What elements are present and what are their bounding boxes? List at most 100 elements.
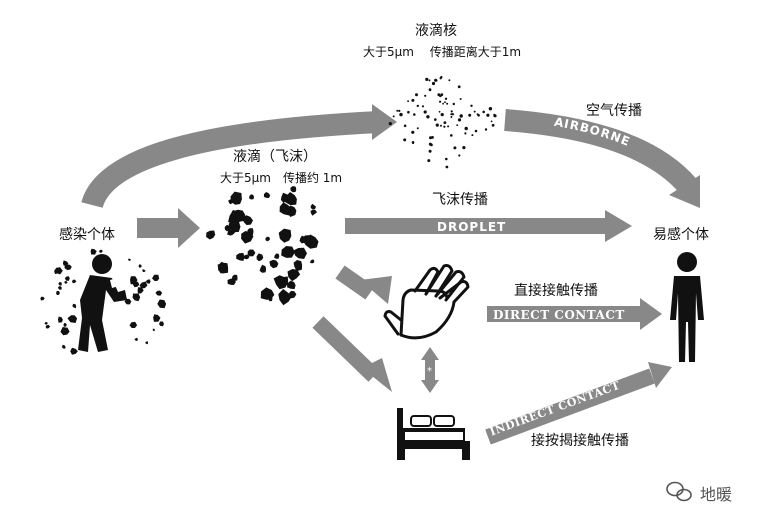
droplet-arrow: [345, 210, 632, 242]
cloud-particle: [44, 322, 48, 325]
nucleus-dot: [444, 101, 446, 104]
cloud-particle: [145, 341, 148, 345]
nucleus-dot: [428, 79, 431, 82]
droplets-title: 液滴（飞沫）: [233, 149, 317, 165]
nucleus-dot: [445, 165, 449, 169]
infected-person-figure: [78, 254, 127, 352]
nucleus-dot: [423, 110, 427, 114]
susceptible-person-label: 易感个体: [653, 227, 709, 243]
cloud-particle: [64, 276, 70, 281]
droplet-blob: [227, 229, 235, 236]
nucleus-dot: [388, 122, 392, 126]
nucleus-dot: [443, 121, 447, 124]
nucleus-dot: [426, 115, 430, 119]
indirect-contact-arrow: [485, 362, 672, 445]
cloud-particle: [54, 267, 63, 275]
cloud-particle: [132, 293, 141, 302]
nucleus-dot: [416, 127, 419, 130]
nucleus-dot: [428, 149, 432, 153]
cloud-particle: [64, 281, 68, 284]
nucleus-dot: [399, 112, 403, 117]
droplet-blob: [263, 192, 271, 198]
nucleus-dot: [425, 77, 429, 81]
cloud-particle: [157, 299, 167, 309]
cloud-particle: [63, 323, 67, 327]
droplet-nuclei-desc: 大于5μm 传播距离大于1m: [363, 45, 522, 59]
nucleus-dot: [421, 105, 425, 108]
droplet-blob: [299, 235, 306, 244]
droplets-desc: 大于5μm 传播约 1m: [220, 171, 343, 185]
nucleus-dot: [434, 118, 437, 121]
nucleus-dot: [484, 128, 488, 131]
svg-text:*: *: [427, 366, 432, 377]
droplet-blob: [290, 186, 297, 193]
cloud-particle: [70, 347, 78, 355]
nucleus-dot: [407, 100, 409, 103]
droplet-blob: [230, 191, 242, 205]
droplet-blob: [259, 264, 267, 273]
nucleus-dot: [439, 100, 442, 103]
watermark-text: 地暖: [700, 485, 733, 504]
infected-person-label: 感染个体: [59, 227, 115, 243]
nucleus-dot: [464, 126, 468, 131]
nucleus-dot: [407, 110, 410, 114]
droplet-blob: [243, 254, 250, 260]
nucleus-dot: [452, 102, 455, 106]
droplet-blob: [265, 236, 270, 242]
droplet-blob: [269, 259, 279, 269]
droplet-blob: [289, 290, 297, 299]
nucleus-dot: [398, 109, 401, 112]
wechat-icon: [666, 481, 692, 502]
nucleus-dot: [462, 146, 466, 150]
nucleus-dot: [440, 124, 442, 127]
droplet-blob: [249, 194, 255, 200]
cloud-particle: [138, 264, 142, 268]
droplet-blob: [247, 249, 256, 257]
direct-contact-label-en: DIRECT CONTACT: [493, 308, 625, 322]
nucleus-dot: [427, 159, 431, 163]
nucleus-dot: [473, 110, 476, 113]
nucleus-dot: [411, 98, 415, 102]
cloud-particle: [90, 248, 97, 255]
nucleus-dot: [434, 78, 438, 82]
nucleus-dot: [448, 79, 451, 82]
droplet-blob: [293, 260, 303, 272]
droplet-blob: [281, 246, 295, 258]
bed-icon: [397, 408, 470, 460]
nucleus-dot: [446, 102, 449, 105]
cloud-particle: [159, 321, 164, 327]
droplet-blob: [309, 259, 315, 264]
nucleus-dot: [431, 81, 436, 86]
nucleus-dot: [415, 93, 418, 97]
nucleus-dot: [482, 110, 486, 114]
nucleus-dot: [442, 102, 444, 105]
nucleus-dot: [457, 118, 462, 122]
cloud-particle: [155, 290, 163, 296]
nucleus-dot: [392, 115, 395, 118]
nucleus-dot: [444, 97, 448, 101]
direct-contact-label-cn: 直接接触传播: [514, 283, 598, 299]
droplet-blob: [310, 209, 317, 216]
cloud-particle: [145, 279, 151, 284]
cloud-particle: [64, 265, 68, 269]
nucleus-dot: [450, 110, 453, 113]
droplet-blob: [279, 202, 291, 216]
direct-contact-arrow: [487, 298, 662, 330]
nucleus-dot: [453, 146, 457, 150]
cloud-particle: [134, 337, 138, 341]
infected-to-droplets-arrow: [137, 208, 200, 248]
cloud-particle: [129, 321, 138, 328]
droplet-blob: [236, 252, 245, 261]
cloud-particle: [138, 290, 143, 294]
droplet-blob: [268, 296, 273, 302]
nucleus-dot: [403, 124, 407, 128]
cloud-particle: [67, 315, 78, 323]
droplet-blob: [279, 276, 289, 286]
cloud-particle: [58, 282, 62, 286]
cloud-particle: [57, 286, 62, 290]
droplet-label-en: DROPLET: [437, 220, 506, 234]
cloud-particle: [127, 258, 131, 261]
nucleus-dot: [459, 114, 463, 118]
nucleus-dot: [486, 113, 490, 117]
